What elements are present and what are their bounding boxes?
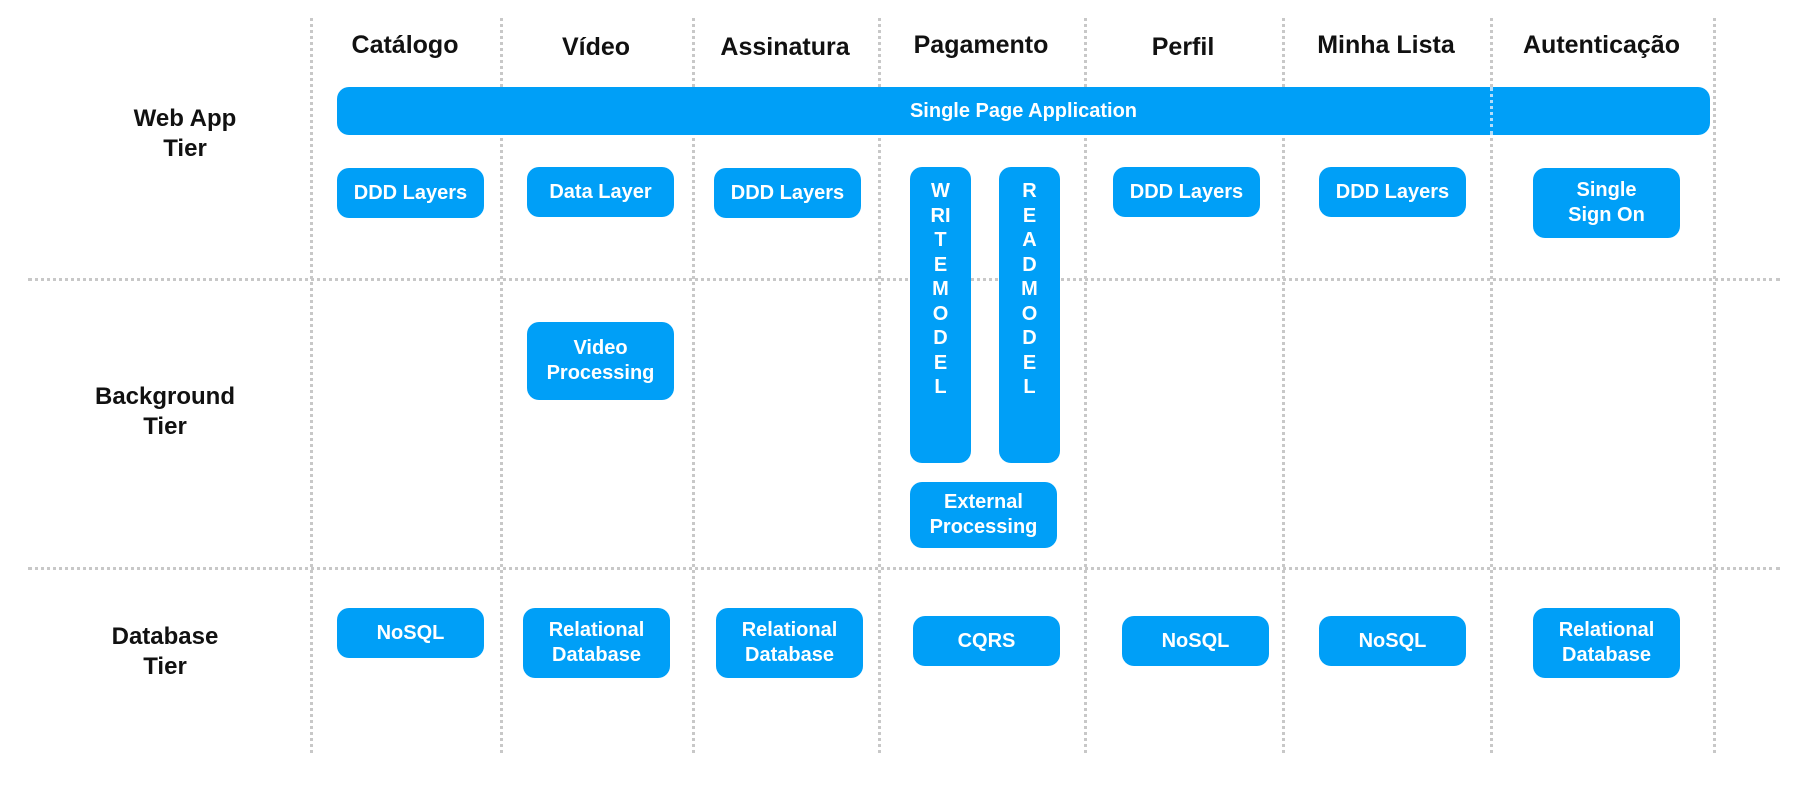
column-header-autenticacao: Autenticação xyxy=(1523,30,1680,59)
tier-label-web-app: Web App Tier xyxy=(133,105,237,162)
cqrs-box: CQRS xyxy=(913,616,1060,666)
video-processing-box: Video Processing xyxy=(527,322,674,400)
minha-lista-ddd-layers-box: DDD Layers xyxy=(1319,167,1466,217)
catalogo-ddd-layers-box: DDD Layers xyxy=(337,168,484,218)
minha-lista-nosql-box: NoSQL xyxy=(1319,616,1466,666)
tier-label-background: Background Tier xyxy=(94,383,235,440)
write-model-label: WRITE MODEL xyxy=(930,180,951,398)
external-processing-box: External Processing xyxy=(910,482,1057,548)
video-data-layer-box: Data Layer xyxy=(527,167,674,217)
read-model-label: READ MODEL xyxy=(1021,180,1038,398)
column-divider xyxy=(1084,18,1087,753)
column-header-catalogo: Catálogo xyxy=(351,30,459,59)
column-divider xyxy=(500,18,503,753)
column-divider xyxy=(1490,87,1493,135)
video-relational-database-box: Relational Database xyxy=(523,608,670,678)
column-divider xyxy=(878,18,881,753)
tier-divider xyxy=(28,278,1780,281)
single-sign-on-box: Single Sign On xyxy=(1533,168,1680,238)
column-header-video: Vídeo xyxy=(561,32,631,61)
single-page-application-box: Single Page Application xyxy=(337,87,1710,135)
column-header-pagamento: Pagamento xyxy=(913,30,1049,59)
column-header-perfil: Perfil xyxy=(1151,32,1215,61)
write-model-box: WRITE MODEL xyxy=(910,167,971,463)
column-divider xyxy=(692,18,695,753)
column-divider xyxy=(1713,18,1716,753)
autenticacao-relational-database-box: Relational Database xyxy=(1533,608,1680,678)
column-divider xyxy=(310,18,313,753)
read-model-box: READ MODEL xyxy=(999,167,1060,463)
column-header-assinatura: Assinatura xyxy=(720,32,850,61)
assinatura-relational-database-box: Relational Database xyxy=(716,608,863,678)
perfil-nosql-box: NoSQL xyxy=(1122,616,1269,666)
column-divider xyxy=(1490,18,1493,753)
tier-label-database: Database Tier xyxy=(111,623,219,680)
tier-divider xyxy=(28,567,1780,570)
column-header-minha-lista: Minha Lista xyxy=(1317,30,1455,59)
perfil-ddd-layers-box: DDD Layers xyxy=(1113,167,1260,217)
assinatura-ddd-layers-box: DDD Layers xyxy=(714,168,861,218)
catalogo-nosql-box: NoSQL xyxy=(337,608,484,658)
column-divider xyxy=(1282,18,1285,753)
